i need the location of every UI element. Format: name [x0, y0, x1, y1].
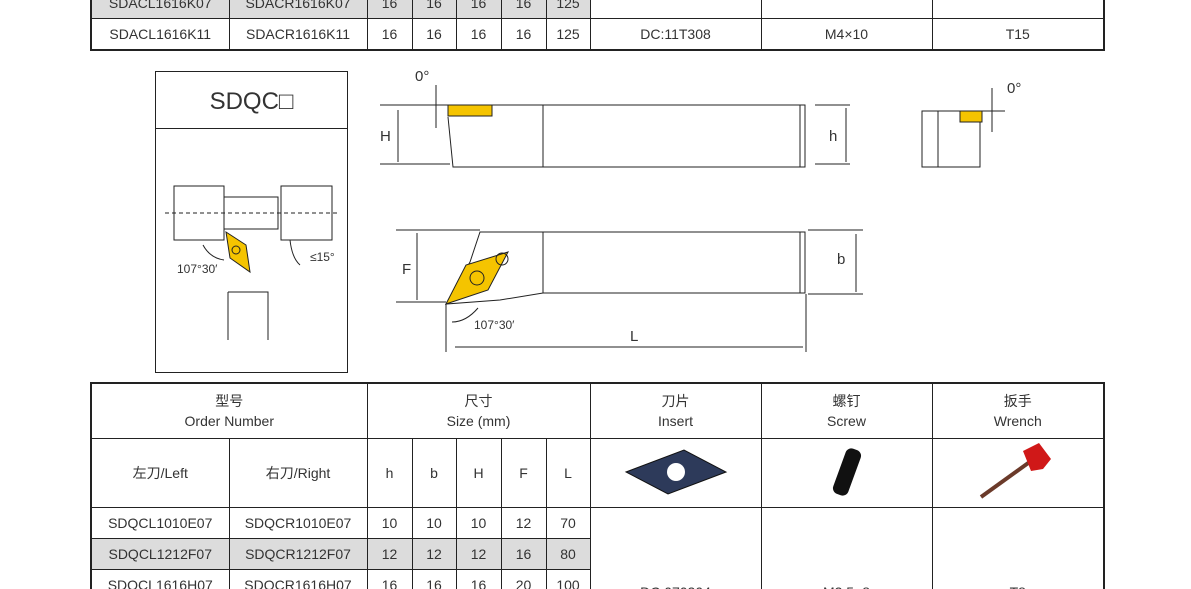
header-screw-cn: 螺钉: [832, 393, 861, 409]
header-wrench-en: Wrench: [993, 413, 1042, 429]
dim-label-F: F: [402, 261, 412, 278]
header-order-en: Order Number: [184, 413, 274, 429]
header-insert-en: Insert: [657, 413, 693, 429]
cell-right: SDACR1616K11: [228, 18, 368, 51]
header-insert-cn: 刀片: [661, 393, 690, 409]
cell-h: 12: [366, 538, 413, 570]
cell-screw: M4×10: [760, 18, 933, 51]
cell-wrench: T8: [931, 507, 1105, 589]
dim-label-b: b: [837, 251, 846, 268]
cell-H: 10: [455, 507, 502, 539]
insert-image: [589, 438, 762, 508]
header-row: 型号 Order Number 尺寸 Size (mm) 刀片 Insert 螺钉 Sc…: [90, 382, 1105, 439]
cell-H: 16: [455, 18, 502, 51]
col-right: 右刀/Right: [228, 438, 368, 508]
col-b: b: [411, 438, 457, 508]
cell-L: 125: [545, 0, 591, 19]
cell-left: SDACL1616K07: [90, 0, 230, 19]
table-row: SDQCL1212F07 SDQCR1212F07 12 12 12 16 80: [90, 538, 1104, 570]
dim-label-h: h: [829, 128, 838, 145]
screw-image: [760, 438, 933, 508]
header-size-en: Size (mm): [446, 413, 511, 429]
cell-left: SDQCL1212F07: [90, 538, 230, 570]
cell-F: 16: [500, 0, 547, 19]
angle-label: 0°: [1007, 80, 1022, 97]
table-row: SDACL1616K11 SDACR1616K11 16 16 16 16 12…: [90, 18, 1105, 51]
angle-label: 107°30′: [474, 318, 515, 332]
tool-type-box: SDQC□: [155, 71, 348, 373]
col-left: 左刀/Left: [90, 438, 230, 508]
cell-F: 12: [500, 507, 547, 539]
end-view: [921, 88, 1005, 168]
cell-left: SDQCL1616H07: [90, 569, 230, 589]
cell-h: 10: [366, 507, 413, 539]
cell-b: 12: [411, 538, 457, 570]
wrench-image: [931, 438, 1105, 508]
schematic-icon: [165, 185, 340, 340]
cell-L: 125: [545, 18, 591, 51]
cell-L: 70: [545, 507, 591, 539]
cell-b: 10: [411, 507, 457, 539]
header-size-cn: 尺寸: [464, 393, 493, 409]
tool-type-title: SDQC□: [156, 72, 347, 129]
cell-left: SDACL1616K11: [90, 18, 230, 51]
col-H: H: [455, 438, 502, 508]
cell-h: 16: [366, 569, 413, 589]
header-order-cn: 型号: [215, 393, 244, 409]
cell-F: 20: [500, 569, 547, 589]
side-view: [380, 85, 850, 168]
dim-label-L: L: [630, 328, 639, 345]
cell-L: 80: [545, 538, 591, 570]
cell-H: 12: [455, 538, 502, 570]
col-F: F: [500, 438, 547, 508]
table-row: SDQCL1010E07 SDQCR1010E07 10 10 10 12 70…: [90, 507, 1105, 589]
angle-label: 107°30′: [177, 262, 218, 276]
header-wrench-cn: 扳手: [1003, 393, 1032, 409]
table-row: SDQCL1616H07 SDQCR1616H07 16 16 16 20 10…: [90, 569, 1104, 589]
col-L: L: [545, 438, 591, 508]
cell-insert: DC:070204: [589, 507, 762, 589]
cell-H: 16: [455, 569, 502, 589]
cell-wrench: T15: [931, 18, 1105, 51]
cell-h: 16: [366, 18, 413, 51]
spec-table: 型号 Order Number 尺寸 Size (mm) 刀片 Insert 螺钉 Sc…: [90, 382, 1105, 589]
cell-right: SDQCR1616H07: [228, 569, 368, 589]
angle-label: ≤15°: [310, 250, 335, 264]
cell-left: SDQCL1010E07: [90, 507, 230, 539]
top-view: [396, 229, 863, 352]
top-spec-table: SDACL1616K07 SDACR1616K07 16 16 16 16 12…: [90, 0, 1105, 51]
cell-screw: M2.5×8: [760, 507, 933, 589]
subheader-row: 左刀/Left 右刀/Right h b H F L: [90, 438, 1105, 508]
header-screw-en: Screw: [827, 413, 866, 429]
cell-b: 16: [411, 0, 457, 19]
cell-right: SDACR1616K07: [228, 0, 368, 19]
cell-F: 16: [500, 538, 547, 570]
cell-b: 16: [411, 569, 457, 589]
cell-L: 100: [545, 569, 591, 589]
cell-right: SDQCR1212F07: [228, 538, 368, 570]
cell-right: SDQCR1010E07: [228, 507, 368, 539]
angle-label: 0°: [415, 68, 430, 85]
col-h: h: [366, 438, 413, 508]
cell-F: 16: [500, 18, 547, 51]
dim-label-H: H: [380, 128, 391, 145]
